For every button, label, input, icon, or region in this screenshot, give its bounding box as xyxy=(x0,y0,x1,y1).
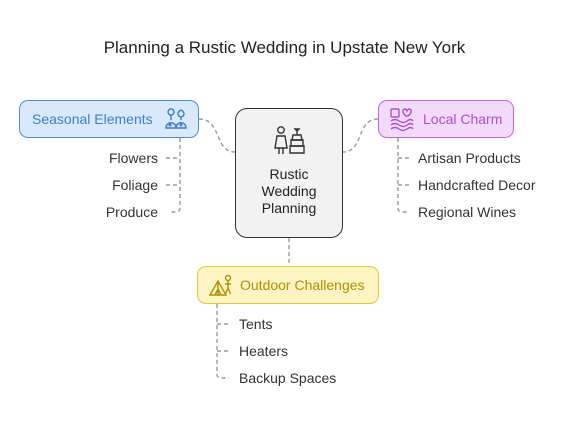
bride-groom-cake-icon xyxy=(272,123,306,157)
local-charm-node[interactable]: Local Charm xyxy=(378,100,514,138)
seasonal-elements-label: Seasonal Elements xyxy=(32,111,153,127)
flowers-icon xyxy=(163,106,189,132)
seasonal-item-flowers: Flowers xyxy=(108,150,158,166)
seasonal-item-foliage: Foliage xyxy=(112,177,158,193)
central-topic-node[interactable]: Rustic Wedding Planning xyxy=(235,108,343,238)
outdoor-item-heaters: Heaters xyxy=(239,343,289,359)
tent-person-icon xyxy=(208,272,234,298)
diagram-title: Planning a Rustic Wedding in Upstate New… xyxy=(103,38,466,57)
outdoor-item-backup-spaces: Backup Spaces xyxy=(239,370,337,386)
local-item-regional-wines: Regional Wines xyxy=(418,204,517,220)
outdoor-item-tents: Tents xyxy=(239,316,273,332)
local-item-artisan-products: Artisan Products xyxy=(418,150,521,166)
local-item-handcrafted-decor: Handcrafted Decor xyxy=(418,177,536,193)
heart-wave-icon xyxy=(389,106,415,132)
local-charm-label: Local Charm xyxy=(423,111,503,127)
outdoor-challenges-label: Outdoor Challenges xyxy=(240,277,365,293)
outdoor-challenges-node[interactable]: Outdoor Challenges xyxy=(197,266,379,304)
central-topic-text: Rustic Wedding Planning xyxy=(261,166,317,216)
central-topic-label: Rustic Wedding Planning xyxy=(236,166,342,217)
seasonal-item-produce: Produce xyxy=(105,204,158,220)
seasonal-elements-node[interactable]: Seasonal Elements xyxy=(19,100,199,138)
